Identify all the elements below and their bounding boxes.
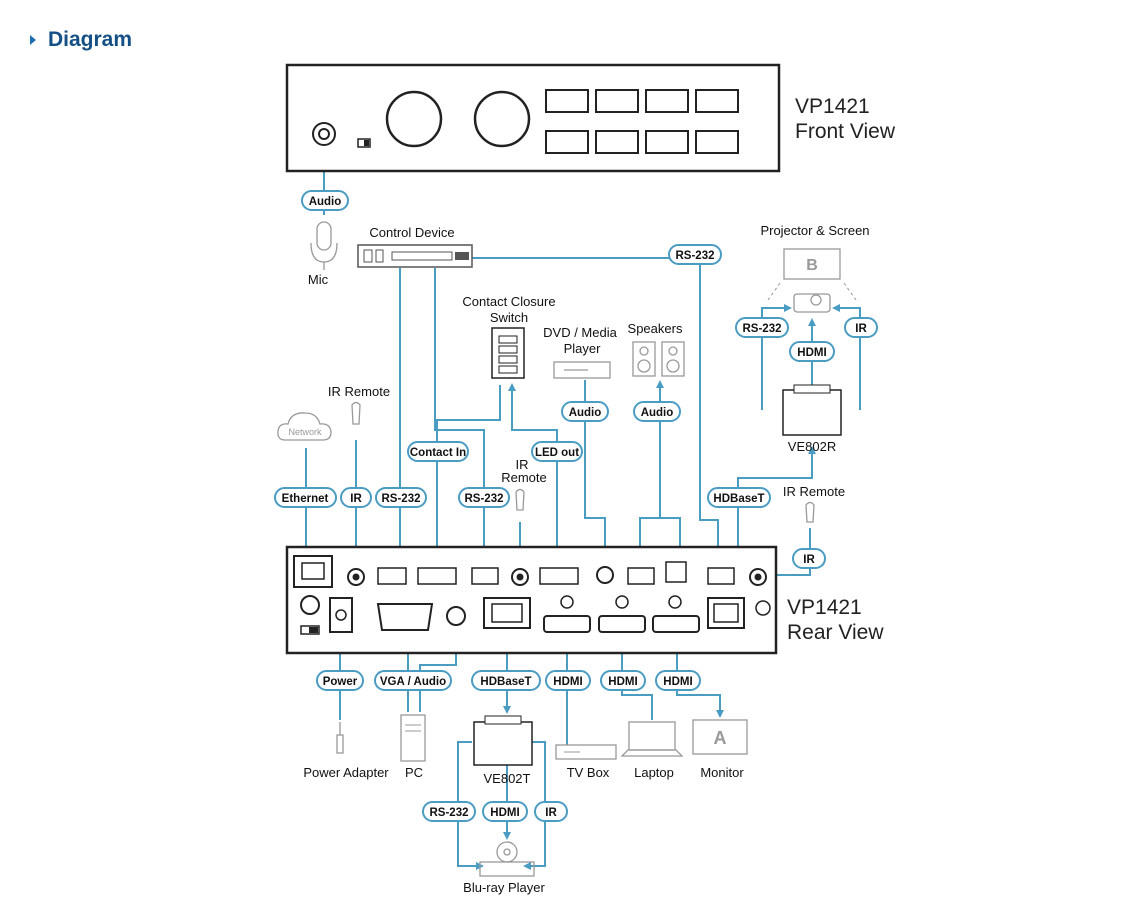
front-view-title: VP1421 xyxy=(795,95,870,118)
pc-label: PC xyxy=(405,765,423,780)
tag-ir-projector: IR xyxy=(855,323,867,335)
power-adapter-label: Power Adapter xyxy=(303,765,389,780)
tag-hdmi-tv: HDMI xyxy=(553,676,582,688)
ir-remote-2-label-b: Remote xyxy=(501,470,547,485)
tag-hdmi-laptop: HDMI xyxy=(608,676,637,688)
laptop-label: Laptop xyxy=(634,765,674,780)
tag-hdmi-bluray: HDMI xyxy=(490,807,519,819)
network-label: Network xyxy=(288,427,322,437)
tag-audio-speakers: Audio xyxy=(641,407,674,419)
vp1421-rear-panel xyxy=(285,545,778,655)
mic-icon xyxy=(310,221,338,270)
ir-remote-1-icon xyxy=(351,401,361,425)
monitor-letter: A xyxy=(714,728,727,748)
laptop-icon xyxy=(620,721,684,757)
heading-text: Diagram xyxy=(48,28,133,51)
pc-tower-icon xyxy=(400,714,426,762)
tag-audio-dvd: Audio xyxy=(569,407,602,419)
tag-hdbaset-bottom: HDBaseT xyxy=(480,676,531,688)
tag-ir-bluray: IR xyxy=(545,807,557,819)
tag-power: Power xyxy=(323,676,358,688)
tag-rs232-bluray: RS-232 xyxy=(430,807,469,819)
ir-remote-1-label: IR Remote xyxy=(328,384,390,399)
tv-box-label: TV Box xyxy=(567,765,610,780)
speakers-icon xyxy=(632,341,685,377)
tag-ir-right: IR xyxy=(803,554,815,566)
projector-screen-icon: B xyxy=(767,248,857,313)
ve802r-icon xyxy=(782,384,842,436)
tag-led-out: LED out xyxy=(535,447,579,459)
dvd-label-1: DVD / Media xyxy=(543,325,617,340)
control-device-label: Control Device xyxy=(369,225,454,240)
ir-remote-3-label: IR Remote xyxy=(783,484,845,499)
tv-box-icon xyxy=(555,744,617,760)
tag-contact-in: Contact In xyxy=(410,447,466,459)
projector-screen-letter: B xyxy=(806,257,818,274)
contact-closure-label-1: Contact Closure xyxy=(462,294,555,309)
tag-audio-mic: Audio xyxy=(309,196,342,208)
tag-hdbaset-top: HDBaseT xyxy=(713,493,764,505)
ir-remote-3-icon xyxy=(805,501,815,523)
tag-hdmi-projector: HDMI xyxy=(797,347,826,359)
ir-remote-2-icon xyxy=(515,488,525,511)
dvd-player-icon xyxy=(553,361,611,379)
power-adapter-icon xyxy=(336,722,344,754)
network-cloud-icon: Network xyxy=(277,412,332,441)
tag-rs232-top: RS-232 xyxy=(676,250,715,262)
bluray-player-icon xyxy=(479,841,535,877)
speakers-label: Speakers xyxy=(628,321,683,336)
monitor-icon: A xyxy=(692,719,748,755)
tag-vga-audio: VGA / Audio xyxy=(380,676,446,688)
contact-closure-switch-icon xyxy=(491,327,525,379)
control-device-icon xyxy=(357,244,473,268)
vp1421-front-panel xyxy=(285,63,781,173)
ve802t-label: VE802T xyxy=(484,771,531,786)
projector-label: Projector & Screen xyxy=(760,223,869,238)
cable-tags: Audio RS-232 RS-232 IR HDMI Audio Audio … xyxy=(274,190,878,822)
front-view-subtitle: Front View xyxy=(795,120,896,143)
tag-ir-left: IR xyxy=(350,493,362,505)
mic-label: Mic xyxy=(308,272,329,287)
dvd-label-2: Player xyxy=(564,341,602,356)
bluray-label: Blu-ray Player xyxy=(463,880,545,895)
tag-ethernet: Ethernet xyxy=(282,493,329,505)
contact-closure-label-2: Switch xyxy=(490,310,528,325)
rear-view-subtitle: Rear View xyxy=(787,621,884,644)
rear-view-title: VP1421 xyxy=(787,596,862,619)
triangle-bullet-icon xyxy=(30,35,36,45)
tag-rs232-mid: RS-232 xyxy=(465,493,504,505)
tag-rs232-left: RS-232 xyxy=(382,493,421,505)
tag-hdmi-monitor: HDMI xyxy=(663,676,692,688)
section-heading: Diagram xyxy=(30,28,132,52)
tag-rs232-projector: RS-232 xyxy=(743,323,782,335)
ve802r-label: VE802R xyxy=(788,439,836,454)
monitor-label: Monitor xyxy=(700,765,744,780)
ve802t-icon xyxy=(473,715,533,766)
cables xyxy=(305,156,861,870)
ir-remote-2-label-a: IR xyxy=(516,457,529,472)
